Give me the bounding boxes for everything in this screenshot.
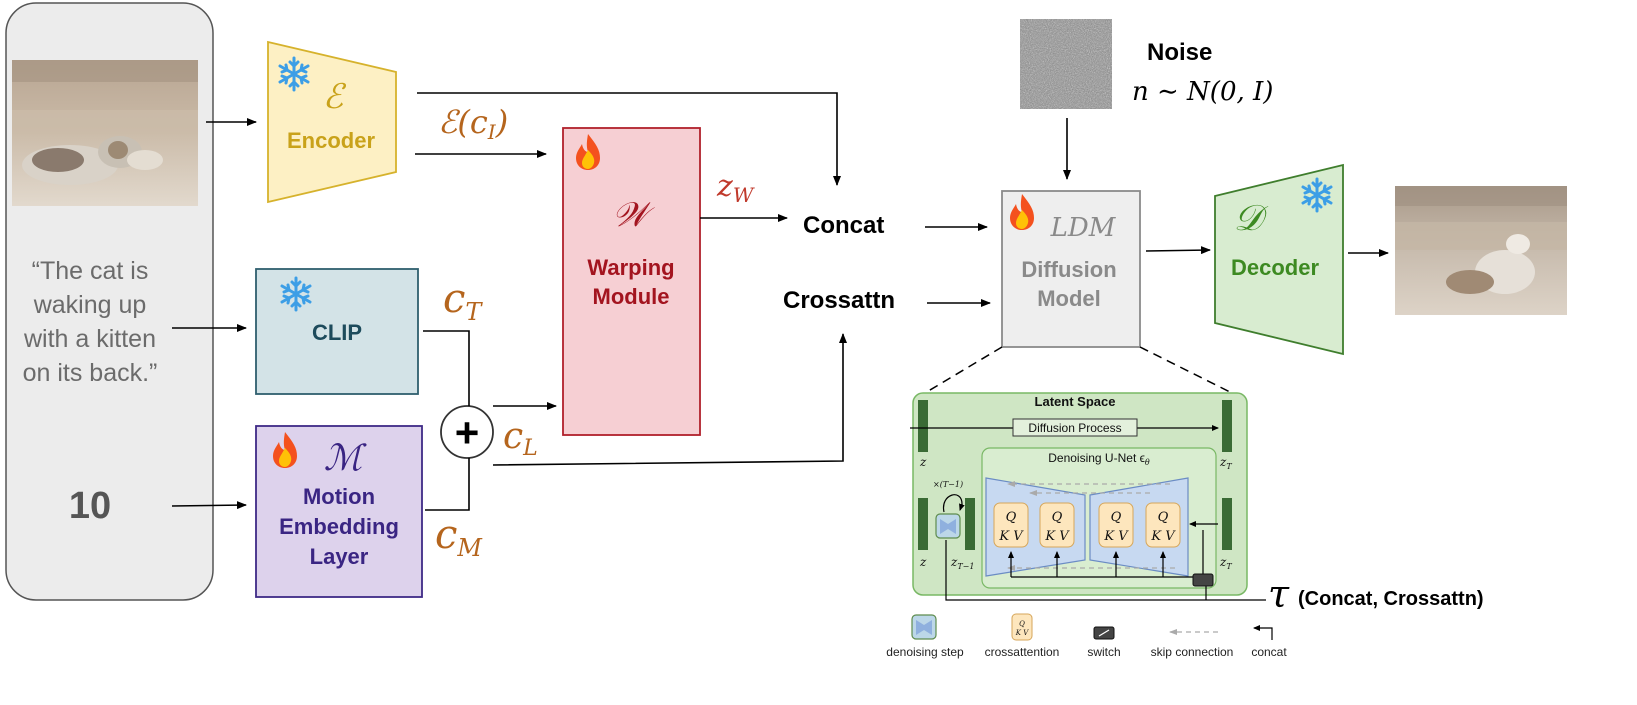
input-frame-image	[12, 60, 198, 206]
prompt-line-2: waking up	[33, 291, 147, 319]
legend-switch: switch	[1087, 645, 1120, 659]
warping-label-line-1: Warping	[587, 255, 674, 280]
decoder-block	[1214, 163, 1344, 356]
z-bar-bottom	[918, 498, 928, 550]
qkv-block-1: Q K V	[993, 502, 1029, 548]
motion-label-line-1: Motion	[303, 484, 375, 509]
decoder-label: Decoder	[1231, 255, 1319, 280]
noise-formula: n ∼ N(0, I)	[1132, 77, 1273, 107]
sum-node	[440, 405, 494, 459]
svg-text:K V: K V	[1103, 529, 1129, 544]
loop-arrow	[943, 494, 965, 513]
qkv-block-4: Q K V	[1145, 502, 1181, 548]
zT1-bar	[965, 498, 975, 550]
crossattn-label: Crossattn	[783, 287, 895, 314]
diffusion-process-box	[1012, 418, 1138, 437]
svg-text:Q: Q	[1019, 620, 1025, 628]
motion-output-label: cM	[435, 512, 483, 562]
legend: denoising step Q K V crossattention swit…	[874, 609, 1304, 668]
motion-label-line-2: Embedding	[279, 514, 399, 539]
encoder-symbol: ℰ	[323, 77, 347, 117]
sum-output-label: cL	[503, 416, 538, 461]
denoising-step-icon	[935, 513, 961, 539]
prompt-line-3: with a kitten	[23, 325, 156, 353]
ldm-label-line-2: Model	[1037, 286, 1101, 311]
latent-space-title: Latent Space	[1035, 394, 1116, 409]
legend-skip-connection: skip connection	[1151, 645, 1234, 659]
svg-text:K V: K V	[998, 529, 1024, 544]
svg-text:K V: K V	[1150, 529, 1176, 544]
clip-output-label: cT	[443, 276, 483, 326]
warping-module-block	[562, 127, 701, 436]
legend-crossattention-icon: Q K V	[1011, 613, 1033, 641]
zT-bar-top	[1222, 400, 1232, 452]
zoom-dashed-lines	[924, 346, 1233, 394]
legend-concat: concat	[1251, 645, 1287, 659]
z-label-top: z	[919, 455, 927, 469]
motion-value: 10	[69, 485, 111, 527]
encoder-block	[267, 40, 397, 204]
clip-block	[255, 268, 419, 395]
z-label-bottom: z	[919, 555, 927, 569]
zT-label-top: zT	[1219, 455, 1232, 471]
legend-crossattention: crossattention	[985, 645, 1060, 659]
zT-bar-bottom	[1222, 498, 1232, 550]
svg-text:K V: K V	[1015, 629, 1029, 637]
concat-label: Concat	[803, 212, 884, 239]
loop-label: ×(T−1)	[933, 480, 963, 489]
prompt-line-1: “The cat is	[32, 257, 149, 285]
switch-icon	[1192, 573, 1214, 587]
encoder-label: Encoder	[287, 128, 375, 153]
output-frame-image	[1395, 186, 1567, 315]
clip-label: CLIP	[312, 320, 362, 345]
warping-label-line-2: Module	[593, 284, 670, 309]
prompt-line-4: on its back.”	[23, 359, 158, 387]
encoder-output-label: ℰ(cI)	[438, 103, 508, 144]
noise-label: Noise	[1147, 39, 1212, 66]
qkv-block-3: Q K V	[1098, 502, 1134, 548]
svg-text:Q: Q	[1052, 510, 1063, 525]
unet-label: Denoising U-Net ϵθ	[1048, 451, 1150, 467]
motion-symbol: ℳ	[324, 438, 367, 479]
legend-switch-icon	[1093, 626, 1115, 640]
legend-denoising-step: denoising step	[886, 645, 964, 659]
legend-denoising-step-icon	[911, 614, 937, 640]
z-bar-top	[918, 400, 928, 452]
diffusion-process-label: Diffusion Process	[1028, 421, 1121, 435]
motion-label-line-3: Layer	[310, 544, 369, 569]
tau-symbol: 𝜏	[1268, 572, 1290, 616]
connection-arrows	[171, 92, 1389, 511]
skip-connections	[1007, 481, 1175, 571]
tau-label: (Concat, Crossattn)	[1298, 588, 1484, 610]
svg-text:K V: K V	[1044, 529, 1070, 544]
zT-label-bottom: zT	[1219, 555, 1232, 571]
legend-concat-icon	[1253, 625, 1273, 640]
warping-output-label: zW	[716, 169, 755, 207]
svg-text:Q: Q	[1111, 510, 1122, 525]
zT1-label: zT−1	[950, 555, 974, 571]
ldm-label-line-1: Diffusion	[1021, 257, 1116, 282]
svg-text:Q: Q	[1158, 510, 1169, 525]
svg-text:Q: Q	[1006, 510, 1017, 525]
noise-image	[1020, 19, 1112, 109]
qkv-block-2: Q K V	[1039, 502, 1075, 548]
ldm-symbol: LDM	[1050, 213, 1117, 243]
sum-symbol: +	[455, 409, 480, 456]
